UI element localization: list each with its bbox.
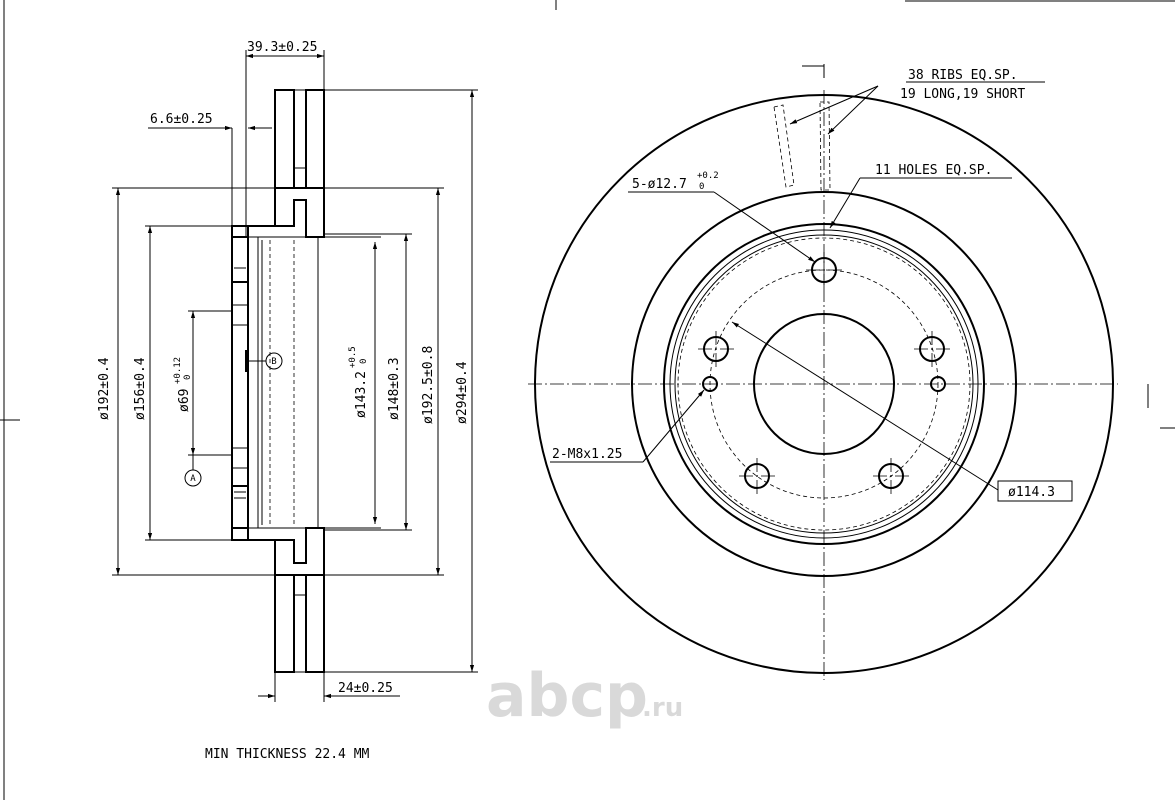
- min-thickness-note: MIN THICKNESS 22.4 MM: [205, 747, 370, 762]
- front-annotations: 38 RIBS EQ.SP. 19 LONG,19 SHORT 11 HOLES…: [550, 68, 1073, 502]
- datum-a-circle: [184, 469, 202, 487]
- section-view: B A: [184, 89, 325, 673]
- threaded-hole: [702, 376, 718, 392]
- pcd-box: [997, 480, 1073, 502]
- dim-disc-thickness: 24±0.25: [338, 681, 393, 696]
- dim-dia-69-tol-lower: 0: [183, 375, 193, 380]
- watermark-text: abcp: [486, 661, 648, 731]
- note-bolt-holes: 5-ø12.7: [632, 177, 687, 192]
- note-bolt-holes-tol-lower: 0: [699, 182, 704, 192]
- front-view: [528, 64, 1149, 680]
- datum-b-circle: [265, 352, 283, 370]
- dim-dia-69: ø69: [177, 389, 192, 412]
- dim-dia-294: ø294±0.4: [455, 361, 470, 424]
- dim-dia-156: ø156±0.4: [133, 357, 148, 420]
- dim-dia-192: ø192±0.4: [97, 357, 112, 420]
- dim-dia-143-tol-lower: 0: [359, 359, 369, 364]
- dim-dia-143: ø143.2: [354, 371, 369, 418]
- watermark-suffix: .ru: [642, 693, 683, 723]
- note-threads: 2-M8x1.25: [552, 447, 622, 462]
- dim-hat-thickness: 6.6±0.25: [150, 112, 213, 127]
- dim-dia-143-tol-upper: +0.5: [348, 346, 358, 368]
- note-ribs-line2: 19 LONG,19 SHORT: [900, 87, 1025, 102]
- section-dimensions: 39.3±0.25 6.6±0.25 ø192±0.4 ø156±0.4 ø69…: [97, 40, 478, 702]
- watermark-logo: abcp .ru: [486, 661, 683, 731]
- dim-dia-192-5: ø192.5±0.8: [421, 346, 436, 424]
- note-holes-11: 11 HOLES EQ.SP.: [875, 163, 992, 178]
- note-pcd: ø114.3: [1008, 485, 1055, 500]
- dim-flange-offset: 39.3±0.25: [247, 40, 317, 55]
- threaded-hole: [930, 376, 946, 392]
- note-bolt-holes-tol-upper: +0.2: [697, 171, 719, 181]
- note-ribs-line1: 38 RIBS EQ.SP.: [908, 68, 1018, 83]
- dim-dia-69-tol-upper: +0.12: [173, 357, 183, 384]
- dim-dia-148: ø148±0.3: [387, 357, 402, 420]
- datum-b-label: B: [271, 357, 276, 367]
- datum-a-label: A: [190, 474, 196, 484]
